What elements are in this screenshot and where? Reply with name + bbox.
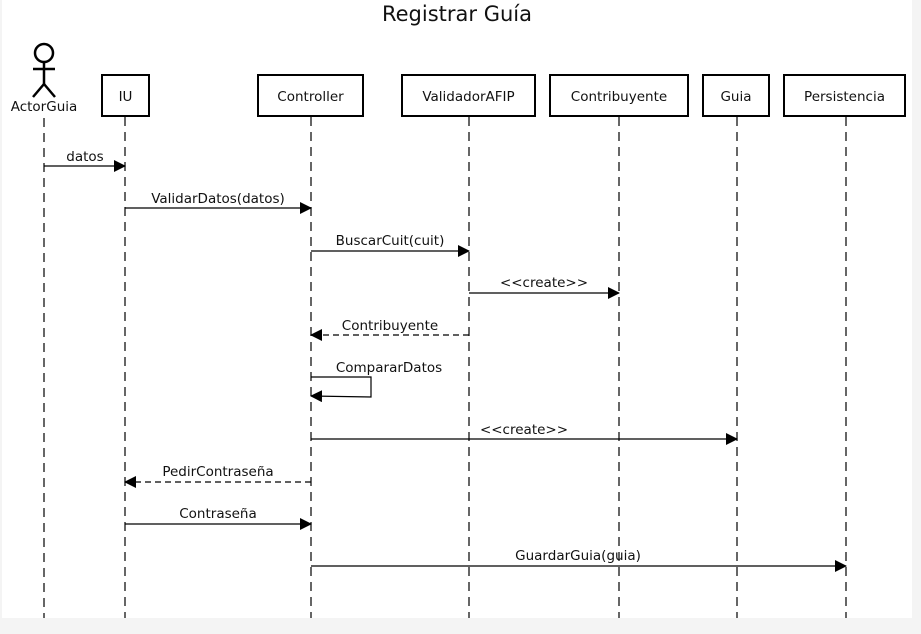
message-label: BuscarCuit(cuit) — [336, 233, 445, 249]
message-create-contribuyente: <<create>> — [469, 275, 620, 299]
message-contrasena: Contraseña — [125, 506, 312, 530]
participant-contribuyente: Contribuyente — [549, 74, 689, 117]
participant-label: Persistencia — [804, 89, 885, 105]
participant-label: Contribuyente — [571, 89, 667, 105]
participant-validador: ValidadorAFIP — [401, 74, 536, 117]
message-buscar-cuit: BuscarCuit(cuit) — [311, 233, 470, 257]
stick-figure-icon — [32, 42, 56, 98]
participant-label: ValidadorAFIP — [422, 89, 514, 105]
message-guardar-guia: GuardarGuia(guia) — [311, 548, 847, 572]
message-label: <<create>> — [480, 422, 568, 438]
message-label: CompararDatos — [336, 360, 442, 376]
actor-label: ActorGuia — [11, 99, 78, 115]
message-label: Contraseña — [179, 506, 257, 522]
message-label: PedirContraseña — [162, 464, 273, 480]
message-label: GuardarGuia(guia) — [515, 548, 641, 564]
message-validar-datos: ValidarDatos(datos) — [125, 191, 312, 214]
message-return-contribuyente: Contribuyente — [310, 318, 469, 341]
message-datos: datos — [44, 149, 126, 172]
actor: ActorGuia — [11, 42, 78, 115]
message-label: ValidarDatos(datos) — [151, 191, 285, 207]
participant-persistencia: Persistencia — [783, 74, 906, 117]
participant-label: IU — [119, 89, 133, 105]
participant-label: Guia — [720, 89, 751, 105]
message-create-guia: <<create>> — [311, 422, 738, 445]
participant-guia: Guia — [702, 74, 770, 117]
participant-controller: Controller — [257, 74, 364, 117]
message-pedir-contrasena: PedirContraseña — [124, 464, 311, 488]
participant-label: Controller — [277, 89, 344, 105]
message-label: datos — [66, 149, 103, 165]
message-label: <<create>> — [500, 275, 588, 291]
participant-iu: IU — [101, 74, 150, 117]
message-label: Contribuyente — [342, 318, 438, 334]
lifelines — [43, 117, 847, 618]
message-comparar-datos: CompararDatos — [310, 360, 442, 403]
diagram-title: Registrar Guía — [382, 2, 532, 26]
